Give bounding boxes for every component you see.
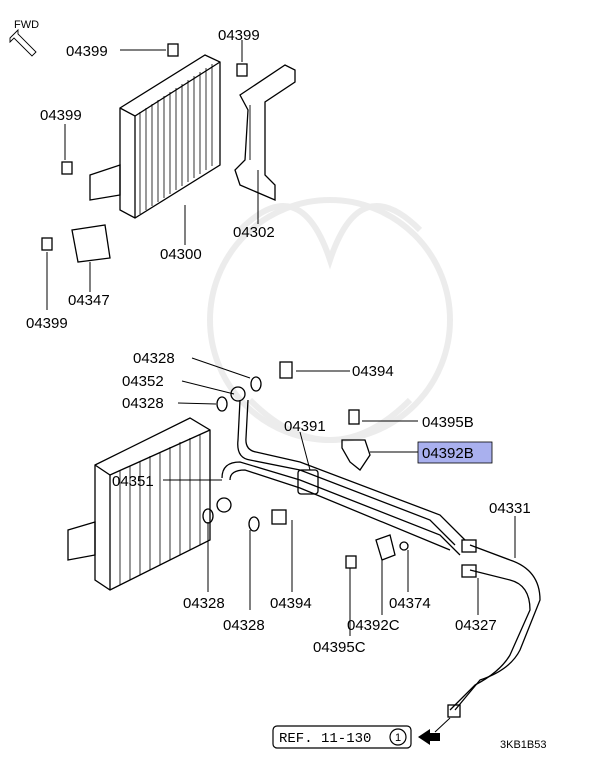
label-04395B: 04395B [422,414,474,431]
bolt-icon [41,237,53,310]
label-04395C: 04395C [313,639,366,656]
label-04394: 04394 [270,595,312,612]
label-04331: 04331 [489,500,531,517]
bracket-04302 [234,64,296,201]
label-04328: 04328 [223,617,265,634]
highlight-box [417,441,493,464]
washer-icon [248,516,260,532]
label-04328: 04328 [122,395,164,412]
bolt-icon [236,40,248,77]
label-04327: 04327 [455,617,497,634]
label-04302: 04302 [233,224,275,241]
label-04328: 04328 [133,350,175,367]
bolt-icon [271,509,287,525]
washer-icon [202,508,214,524]
label-04399: 04399 [66,43,108,60]
leader-lines [163,357,516,733]
label-04328: 04328 [183,595,225,612]
label-04300: 04300 [160,246,202,263]
label-04347: 04347 [68,292,110,309]
ref-box[interactable] [272,725,412,749]
label-04399: 04399 [26,315,68,332]
label-04352: 04352 [122,373,164,390]
clip-icon [375,534,396,561]
label-04351: 04351 [112,473,154,490]
ref-label[interactable]: REF. 11-130 [279,731,371,747]
ref-circle-number: 1 [395,732,401,744]
diagram-code: 3KB1B53 [500,739,546,751]
label-04392B: 04392B [422,445,474,462]
bolt-icon [348,409,360,425]
label-04399: 04399 [218,27,260,44]
fitting-icon [447,704,461,718]
watermark-logo [207,197,453,443]
oil-cooler-upper [71,54,221,263]
bolt-icon [345,555,357,569]
arrow-left-icon [418,729,440,745]
label-04374: 04374 [389,595,431,612]
bolt-icon [279,361,293,379]
washer-icon [216,396,228,412]
label-04399: 04399 [40,107,82,124]
fwd-arrow-icon [9,28,37,57]
oil-cooler-lower [67,417,211,591]
fitting-icon [461,564,477,578]
label-04391: 04391 [284,418,326,435]
fitting-icon [461,539,477,553]
oil-pipes [216,386,541,711]
washer-icon [399,541,409,551]
label-04394: 04394 [352,363,394,380]
ref-circle-icon [389,728,407,746]
bolt-icon [120,43,179,57]
label-04392C: 04392C [347,617,400,634]
washer-icon [250,376,262,392]
fwd-label: FWD [14,19,39,31]
bolt-icon [61,124,73,175]
